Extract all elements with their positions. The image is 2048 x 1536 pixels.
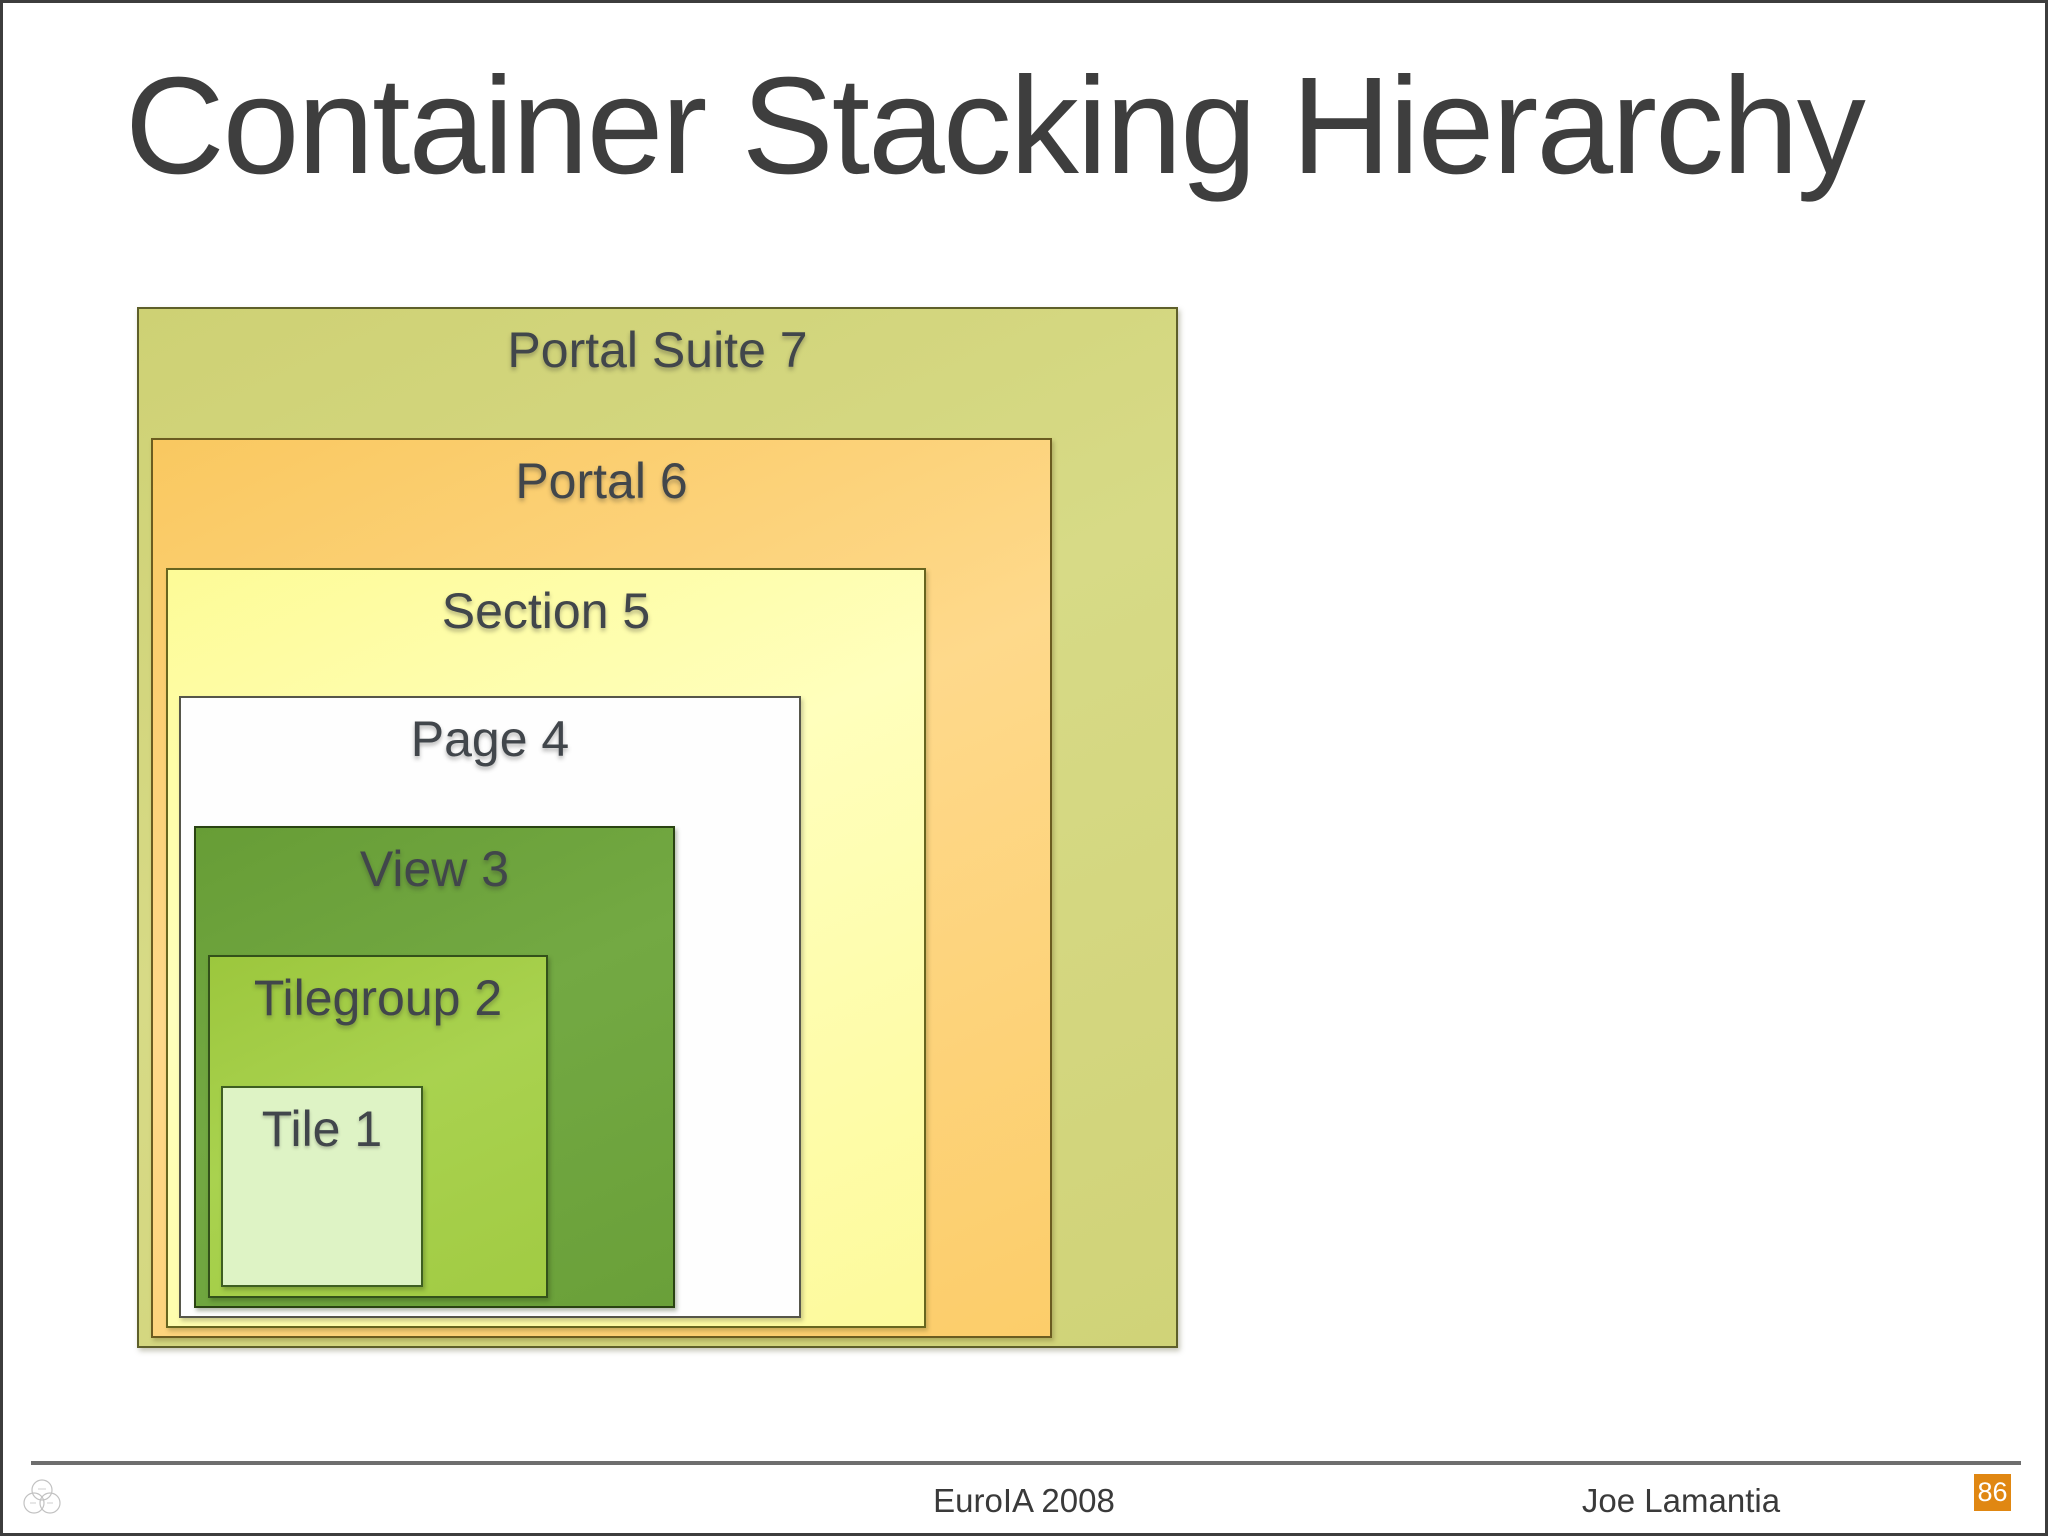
footer-divider bbox=[31, 1461, 2021, 1465]
container-box-page-4: Page 4 View 3 Tilegroup 2 Tile 1 bbox=[179, 696, 801, 1318]
container-box-view-3: View 3 Tilegroup 2 Tile 1 bbox=[194, 826, 675, 1308]
container-box-section-5: Section 5 Page 4 View 3 Tilegroup 2 Tile… bbox=[166, 568, 926, 1328]
container-label-page-4: Page 4 bbox=[410, 711, 570, 767]
container-label-tilegroup-2: Tilegroup 2 bbox=[253, 970, 503, 1026]
container-label-section-5: Section 5 bbox=[441, 583, 651, 639]
container-label-tile-1: Tile 1 bbox=[261, 1101, 383, 1157]
page-number-badge: 86 bbox=[1974, 1474, 2011, 1511]
slide-title: Container Stacking Hierarchy bbox=[125, 49, 1866, 203]
container-label-portal-suite-7: Portal Suite 7 bbox=[507, 322, 808, 378]
venn-diagram-logo-icon bbox=[23, 1479, 61, 1514]
container-box-portal-6: Portal 6 Section 5 Page 4 View 3 Tilegro… bbox=[151, 438, 1052, 1338]
container-label-portal-6: Portal 6 bbox=[515, 453, 688, 509]
footer-conference-name: EuroIA 2008 bbox=[933, 1482, 1115, 1519]
container-box-portal-suite-7: Portal Suite 7 Portal 6 Section 5 Page 4… bbox=[137, 307, 1178, 1348]
container-box-tilegroup-2: Tilegroup 2 Tile 1 bbox=[208, 955, 548, 1298]
footer-author-name: Joe Lamantia bbox=[1581, 1482, 1781, 1519]
container-box-tile-1: Tile 1 bbox=[221, 1086, 423, 1287]
container-label-view-3: View 3 bbox=[359, 841, 510, 897]
